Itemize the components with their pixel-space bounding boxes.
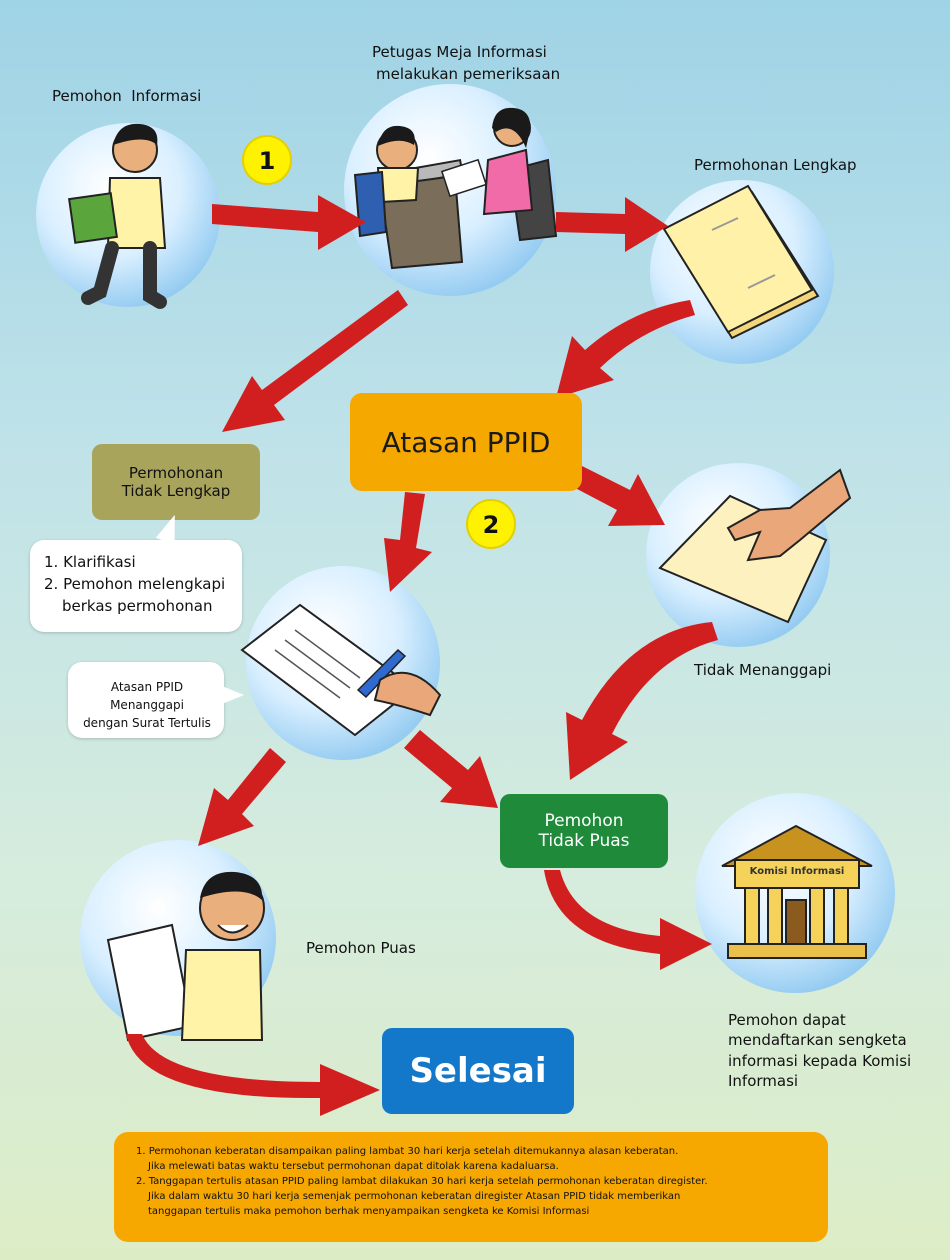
note-line: Jika dalam waktu 30 hari kerja semenjak … xyxy=(148,1191,681,1202)
tidak-puas-box: Pemohon Tidak Puas xyxy=(500,794,668,868)
menanggapi-line: Atasan PPID Menanggapi xyxy=(110,680,184,712)
surat-tertulis-illustration xyxy=(240,603,442,737)
klarifikasi-item: 2. Pemohon melengkapi xyxy=(44,574,226,593)
label-petugas-line1: Petugas Meja Informasi xyxy=(372,43,547,61)
tidak-menanggapi-illustration xyxy=(658,468,852,624)
klarifikasi-item: 1. Klarifikasi xyxy=(44,553,136,571)
pemohon-dapat-line: Pemohon dapat xyxy=(728,1011,846,1029)
arrow-lengkap-to-atasan xyxy=(556,300,695,398)
komisi-informasi-building xyxy=(721,824,873,959)
pemohon-dapat-line: Informasi xyxy=(728,1071,799,1090)
tidak-puas-line2: Tidak Puas xyxy=(538,831,630,851)
atasan-ppid-label: Atasan PPID xyxy=(381,425,551,459)
building-sign: Komisi Informasi xyxy=(749,866,845,877)
pemohon-dapat-line: mendaftarkan sengketa xyxy=(728,1031,907,1050)
note-line: tanggapan tertulis maka pemohon berhak m… xyxy=(148,1206,590,1217)
note-line: Jika melewati batas waktu tersebut permo… xyxy=(148,1161,559,1172)
tidak-lengkap-line2: Tidak Lengkap xyxy=(121,482,231,500)
label-petugas-line2: melakukan pemeriksaan xyxy=(376,65,561,83)
menanggapi-line: dengan Surat Tertulis xyxy=(83,716,211,730)
permohonan-lengkap-illustration xyxy=(662,184,820,340)
pemohon-puas-illustration xyxy=(106,871,265,1042)
notes-box: 1. Permohonan keberatan disampaikan pali… xyxy=(114,1132,828,1242)
note-line: 1. Permohonan keberatan disampaikan pali… xyxy=(136,1146,679,1157)
petugas-meja-illustration xyxy=(353,107,558,270)
tidak-lengkap-line1: Permohonan xyxy=(128,464,224,482)
atasan-ppid-box: Atasan PPID xyxy=(350,393,582,491)
arrow-surat-to-tidak-puas xyxy=(404,730,498,808)
step-badge-1 xyxy=(242,135,292,185)
arrow-petugas-to-tidak-lengkap xyxy=(222,290,408,432)
circle-komisi-informasi xyxy=(695,793,895,993)
tidak-puas-line1: Pemohon xyxy=(544,811,624,831)
step-badge-2 xyxy=(466,499,516,549)
step-number-1: 1 xyxy=(258,147,276,175)
pemohon-dapat-line: informasi kepada Komisi xyxy=(728,1051,912,1070)
arrow-puas-to-selesai xyxy=(126,1034,380,1116)
pemohon-informasi-illustration xyxy=(68,123,167,309)
arrow-atasan-to-tidak-menanggapi xyxy=(560,460,665,526)
arrow-tidak-menanggapi-to-tidak-puas xyxy=(566,622,718,780)
arrow-petugas-to-lengkap xyxy=(556,197,668,252)
label-pemohon-dapat: Pemohon dapat mendaftarkan sengketa info… xyxy=(728,1010,911,1091)
bubble-klarifikasi: 1. Klarifikasi 2. Pemohon melengkapi ber… xyxy=(30,540,242,632)
arrow-tidak-puas-to-komisi xyxy=(544,870,712,970)
label-permohonan-lengkap: Permohonan Lengkap xyxy=(694,156,857,174)
step-number-2: 2 xyxy=(482,511,500,539)
arrow-1-to-petugas xyxy=(212,195,366,250)
selesai-box: Selesai xyxy=(382,1028,574,1114)
klarifikasi-item: berkas permohonan xyxy=(62,596,213,615)
note-line: 2. Tanggapan tertulis atasan PPID paling… xyxy=(136,1176,708,1187)
tidak-lengkap-box: Permohonan Tidak Lengkap xyxy=(92,444,260,520)
arrow-atasan-to-surat xyxy=(384,492,432,592)
label-pemohon-informasi: Pemohon Informasi xyxy=(52,87,202,105)
bubble-menanggapi-tail xyxy=(222,686,244,704)
label-tidak-menanggapi: Tidak Menanggapi xyxy=(694,661,832,679)
label-pemohon-puas: Pemohon Puas xyxy=(306,939,416,957)
arrow-surat-to-pemohon-puas xyxy=(198,748,286,846)
selesai-label: Selesai xyxy=(409,1051,547,1091)
bubble-menanggapi: Atasan PPID Menanggapi dengan Surat Tert… xyxy=(68,662,224,738)
